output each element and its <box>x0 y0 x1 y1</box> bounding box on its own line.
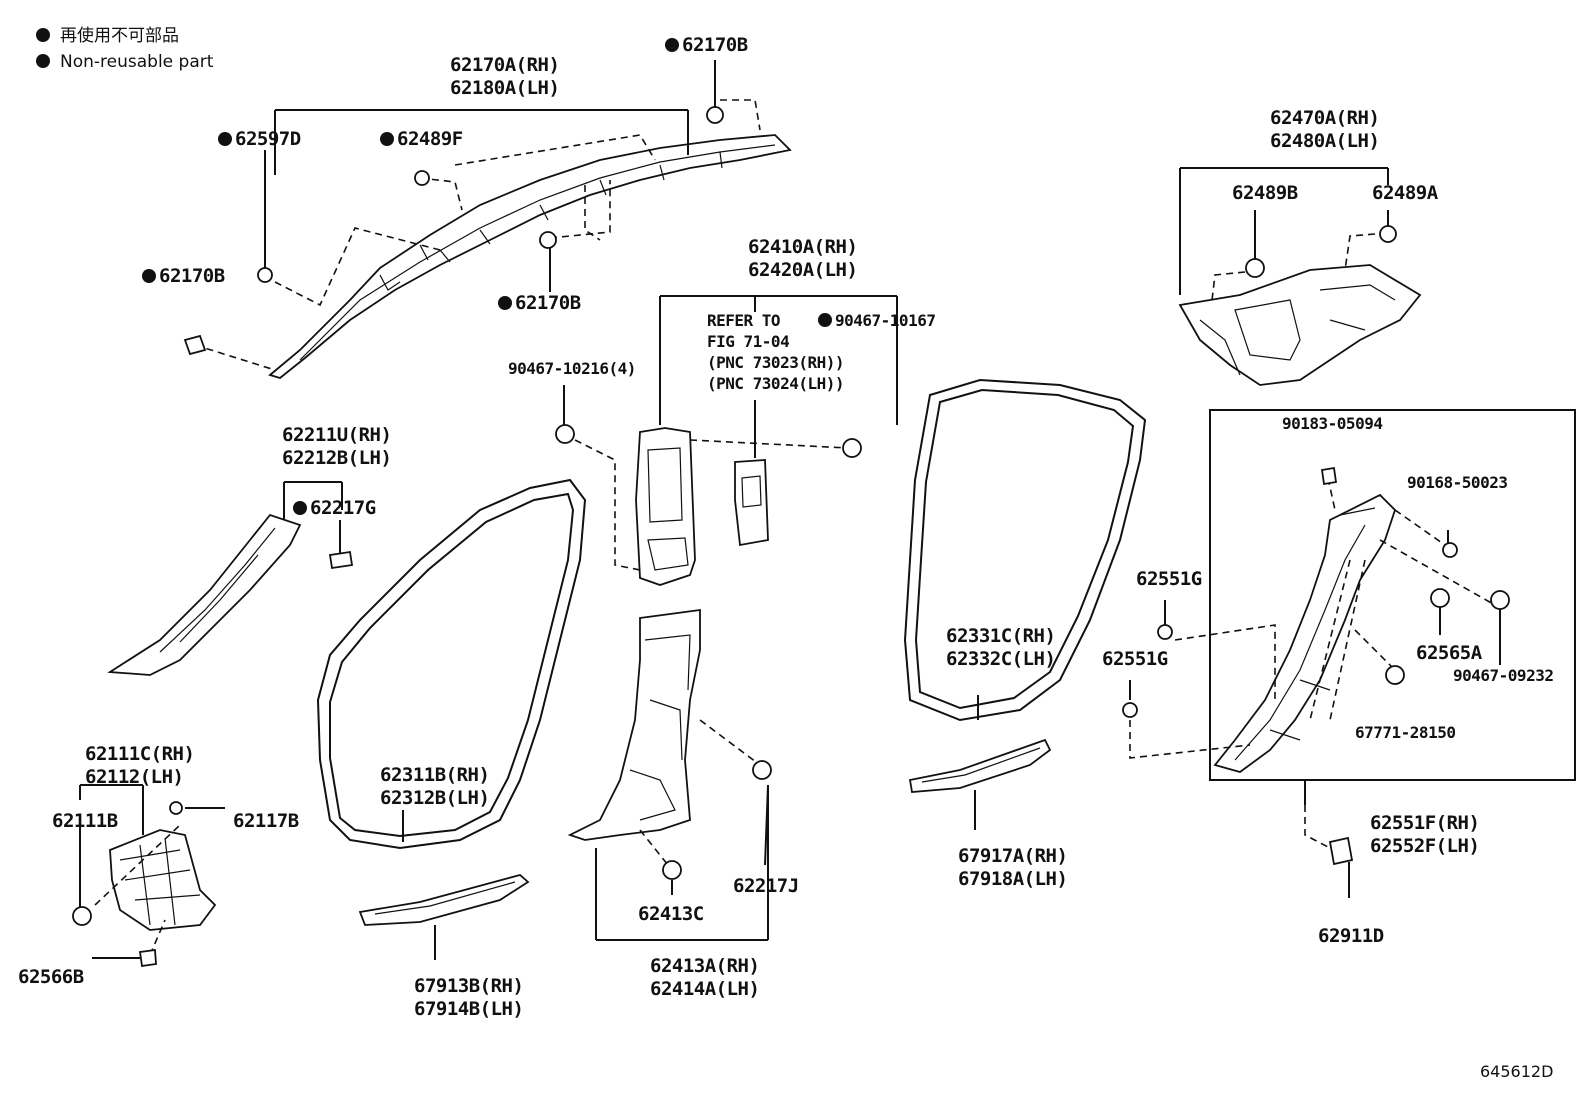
part-label-62312B-lh: 62312B(LH) <box>380 787 490 809</box>
part-label-62566B: 62566B <box>18 966 84 988</box>
part-label-62170B: 62170B <box>665 34 748 57</box>
quarter-garnish-leader-lines <box>1179 167 1389 301</box>
part-label-67918A-lh: 67918A(LH) <box>958 868 1068 890</box>
part-label-62170A-rh: 62170A(RH) <box>450 54 560 76</box>
part-label-90467-09232: 90467-09232 <box>1453 666 1554 685</box>
part-label-62111C-rh: 62111C(RH) <box>85 743 195 765</box>
front-door-opening-weatherstrip <box>316 478 587 850</box>
non-reusable-bullet-icon <box>36 28 50 42</box>
refer-note-line-2: FIG 71-04 <box>707 332 790 351</box>
part-label-90467-10167: 90467-10167 <box>818 310 936 332</box>
part-label-62180A-lh: 62180A(LH) <box>450 77 560 99</box>
front-pillar-garnish <box>107 513 302 676</box>
b-pillar-upper-garnish <box>635 427 696 586</box>
figure-number: 645612D <box>1480 1062 1554 1081</box>
part-label-90168-50023: 90168-50023 <box>1407 473 1508 492</box>
part-label-62170B: 62170B <box>142 265 225 288</box>
part-label-62111B: 62111B <box>52 810 118 832</box>
part-label-62212B-lh: 62212B(LH) <box>282 447 392 469</box>
part-label-62489B: 62489B <box>1232 182 1298 204</box>
legend-text-english: Non-reusable part <box>60 52 214 72</box>
legend-item-english: Non-reusable part <box>36 50 213 74</box>
legend-item-japanese: 再使用不可部品 <box>36 24 179 48</box>
part-label-62420A-lh: 62420A(LH) <box>748 259 858 281</box>
seatbelt-adjuster-cover <box>734 459 769 547</box>
roof-rail-leader-lines <box>194 60 761 371</box>
quarter-garnish-detail-box <box>1209 409 1576 781</box>
part-label-62211U-rh: 62211U(RH) <box>282 424 392 446</box>
part-label-62470A-rh: 62470A(RH) <box>1270 107 1380 129</box>
non-reusable-bullet-icon <box>36 54 50 68</box>
part-label-62331C-rh: 62331C(RH) <box>946 625 1056 647</box>
b-pillar-lower-leader-lines <box>595 719 769 941</box>
part-label-62565A: 62565A <box>1416 642 1482 664</box>
part-label-62112-lh: 62112(LH) <box>85 766 184 788</box>
part-label-62332C-lh: 62332C(LH) <box>946 648 1056 670</box>
part-label-90183-05094: 90183-05094 <box>1282 414 1383 433</box>
part-label-67917A-rh: 67917A(RH) <box>958 845 1068 867</box>
refer-note-line-3: (PNC 73023(RH)) <box>707 353 845 372</box>
part-label-62217J: 62217J <box>733 875 799 897</box>
part-label-62551F-rh: 62551F(RH) <box>1370 812 1480 834</box>
cowl-trim-clips <box>72 801 183 968</box>
part-label-62911D: 62911D <box>1318 925 1384 947</box>
part-label-62480A-lh: 62480A(LH) <box>1270 130 1380 152</box>
rear-door-scuff-plate <box>908 738 1052 793</box>
part-label-62413C: 62413C <box>638 903 704 925</box>
part-label-90467-10216: 90467-10216(4) <box>508 359 636 378</box>
part-label-62489F: 62489F <box>380 128 463 151</box>
part-label-62413A-rh: 62413A(RH) <box>650 955 760 977</box>
part-label-62217G: 62217G <box>293 497 376 520</box>
quarter-lower-leader-lines <box>1129 477 1501 898</box>
quarter-lower-clips <box>1122 466 1510 866</box>
roof-rail-clips <box>183 106 724 356</box>
part-label-67771-28150: 67771-28150 <box>1355 723 1456 742</box>
cowl-trim-leader-lines <box>79 784 225 959</box>
legend-text-japanese: 再使用不可部品 <box>60 26 179 46</box>
part-label-62597D: 62597D <box>218 128 301 151</box>
part-label-62551G: 62551G <box>1136 568 1202 590</box>
part-label-62414A-lh: 62414A(LH) <box>650 978 760 1000</box>
rear-door-opening-weatherstrip <box>903 378 1147 722</box>
part-label-62311B-rh: 62311B(RH) <box>380 764 490 786</box>
cowl-side-trim <box>109 829 217 931</box>
front-door-scuff-plate <box>358 874 530 926</box>
part-label-62170B: 62170B <box>498 292 581 315</box>
roof-side-rail-garnish <box>268 134 792 379</box>
part-label-62117B: 62117B <box>233 810 299 832</box>
b-pillar-lower-clips <box>662 760 772 880</box>
front-pillar-clip <box>328 550 354 570</box>
quarter-garnish-clips <box>1245 225 1397 278</box>
b-pillar-upper-clips <box>555 424 862 458</box>
part-label-62552F-lh: 62552F(LH) <box>1370 835 1480 857</box>
part-label-67914B-lh: 67914B(LH) <box>414 998 524 1020</box>
part-label-62551G: 62551G <box>1102 648 1168 670</box>
refer-note-line-4: (PNC 73024(LH)) <box>707 374 845 393</box>
part-label-62489A: 62489A <box>1372 182 1438 204</box>
part-label-62410A-rh: 62410A(RH) <box>748 236 858 258</box>
part-label-67913B-rh: 67913B(RH) <box>414 975 524 997</box>
refer-note-line-1: REFER TO <box>707 311 781 330</box>
quarter-upper-garnish <box>1178 264 1422 386</box>
b-pillar-lower-garnish <box>567 608 701 841</box>
